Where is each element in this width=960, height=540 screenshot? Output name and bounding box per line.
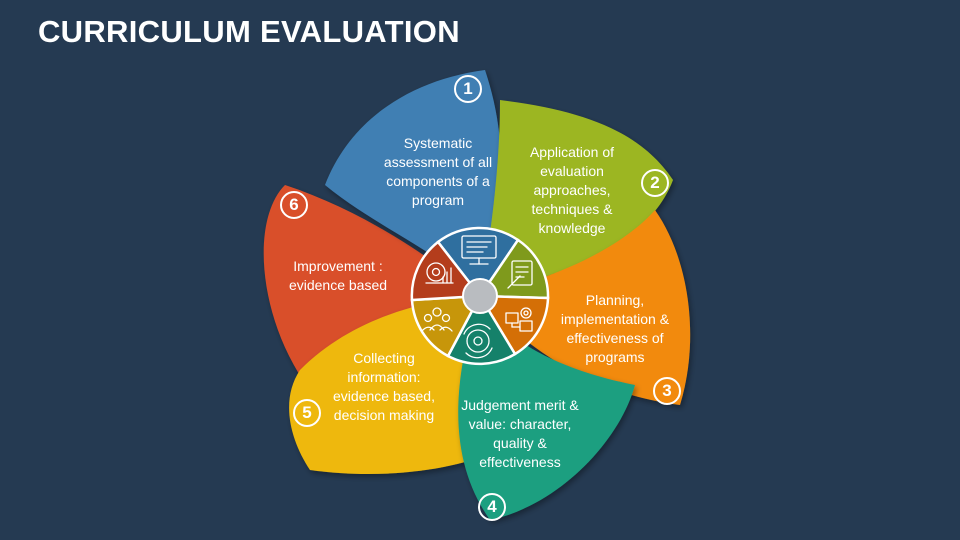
cycle-gear-icon <box>463 323 493 359</box>
slide-title: CURRICULUM EVALUATION <box>38 14 460 49</box>
center-hub <box>462 278 498 314</box>
number-badge-1: 1 <box>454 75 482 103</box>
item-text-4: Judgement merit & value: character, qual… <box>461 397 579 470</box>
sector-2 <box>477 238 550 300</box>
computer-screen-icon <box>461 235 497 265</box>
number-badge-3: 3 <box>653 377 681 405</box>
item-text-1: Systematic assessment of all components … <box>383 135 493 208</box>
number-badge-4: 4 <box>478 493 506 521</box>
sector-6 <box>410 240 483 302</box>
petal-6 <box>263 185 480 390</box>
gear-chart-icon <box>425 262 454 284</box>
inner-ring <box>410 226 550 366</box>
item-text-5: Collecting information: evidence based, … <box>333 350 435 423</box>
checklist-pen-icon <box>507 260 533 289</box>
number-badge-2: 2 <box>641 169 669 197</box>
item-text-6: Improvement : evidence based <box>288 258 388 293</box>
item-text-3: Planning, implementation & effectiveness… <box>560 292 670 365</box>
sector-1 <box>436 226 520 299</box>
sector-5 <box>410 294 483 358</box>
item-text-2: Application of evaluation approaches, te… <box>529 144 615 236</box>
team-icon <box>421 307 453 332</box>
number-badge-5: 5 <box>293 399 321 427</box>
number-badge-6: 6 <box>280 191 308 219</box>
process-gear-icon <box>505 307 533 332</box>
petal-3 <box>480 210 691 405</box>
